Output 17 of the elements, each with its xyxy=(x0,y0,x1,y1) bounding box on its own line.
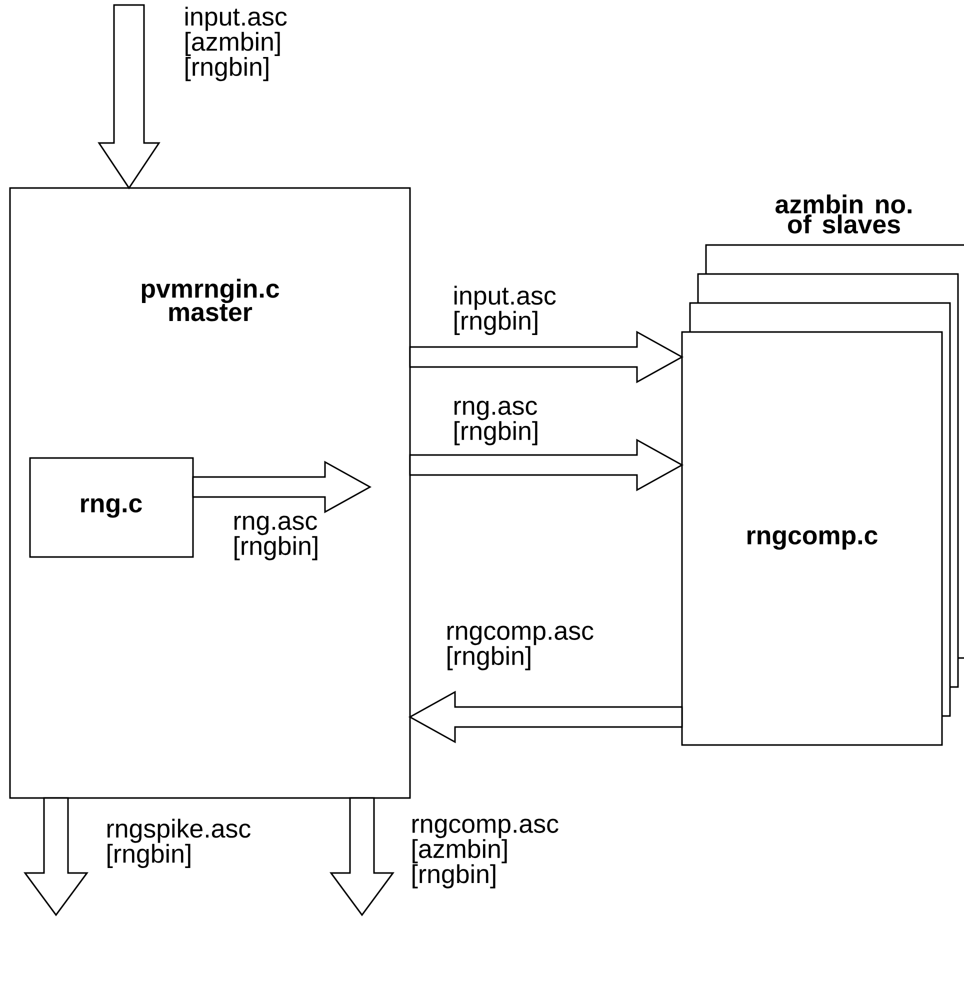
edge-label: rngcomp.asc [azmbin] [rngbin] xyxy=(412,818,558,888)
block-arrow xyxy=(330,797,394,916)
edge-label: rng.asc [rngbin] xyxy=(454,400,538,446)
edge-label: input.asc [rngbin] xyxy=(454,286,556,336)
edge-label: rng.asc [rngbin] xyxy=(234,516,318,560)
page-stack: azmbin no. of slaves rngcomp.c xyxy=(681,194,964,746)
edge-label: rngspike.asc [rngbin] xyxy=(107,818,250,868)
edge-label: rngcomp.asc [rngbin] xyxy=(447,626,594,670)
block-arrow xyxy=(409,438,684,492)
block-arrow xyxy=(24,797,88,916)
block-arrow xyxy=(192,460,372,514)
node-label: azmbin no. of slaves xyxy=(776,194,912,234)
block-arrow xyxy=(98,4,160,190)
edge-label: input.asc [azmbin] [rngbin] xyxy=(185,6,287,82)
block-arrow xyxy=(409,330,684,384)
block-arrow xyxy=(408,690,683,744)
process-box: rng.c xyxy=(29,457,194,558)
